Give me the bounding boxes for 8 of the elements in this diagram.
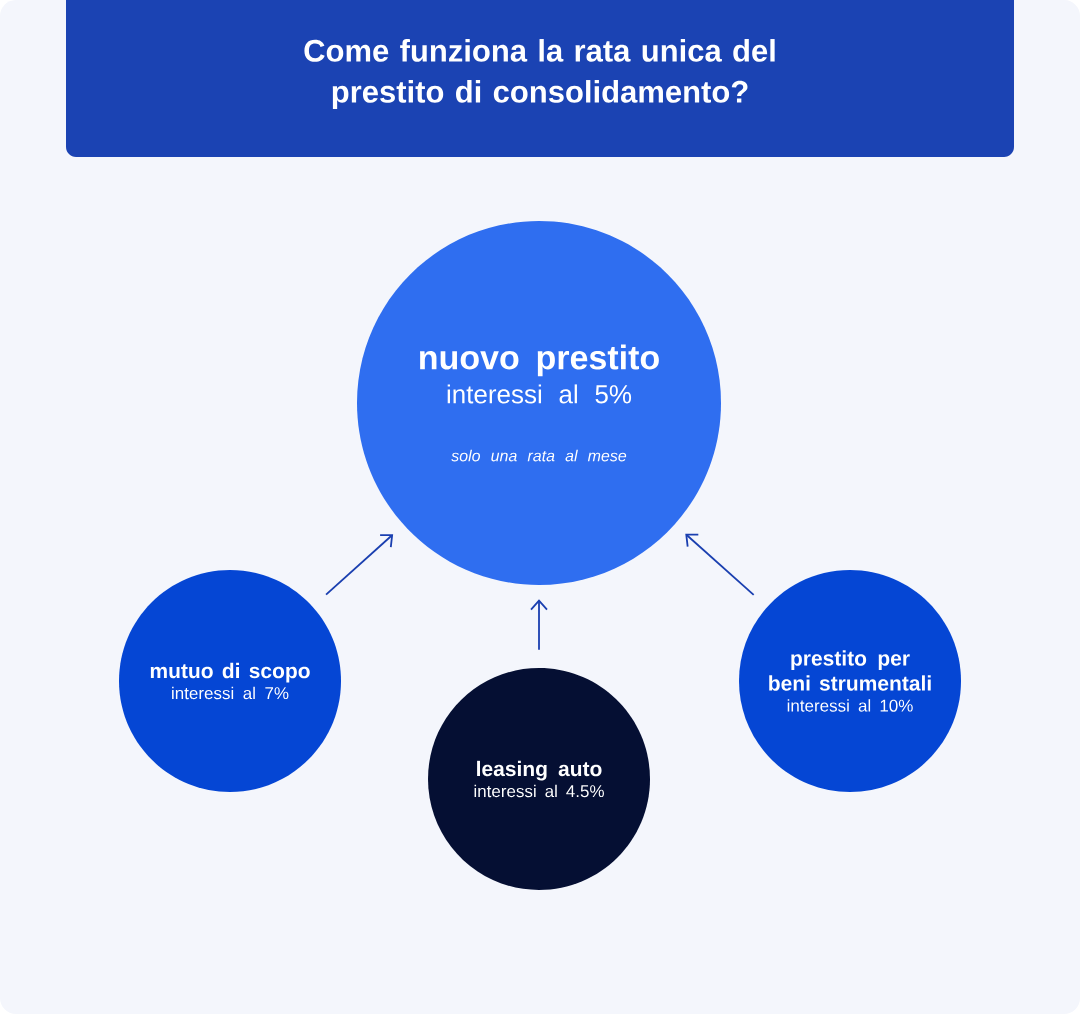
circle-node: prestito per beni strumentali interessi al 10% [739, 570, 961, 792]
title-banner: Come funziona la rata unica del prestito di consolidamento? [66, 0, 1014, 157]
arrow [685, 533, 755, 596]
arrow [325, 534, 394, 596]
arrow [530, 599, 548, 651]
circle-node: mutuo di scopo interessi al 7% [119, 570, 341, 792]
circle-node: leasing auto interessi al 4.5% [428, 668, 650, 890]
circle-node: nuovo prestito interessi al 5% solo una rata al mese [357, 221, 721, 585]
